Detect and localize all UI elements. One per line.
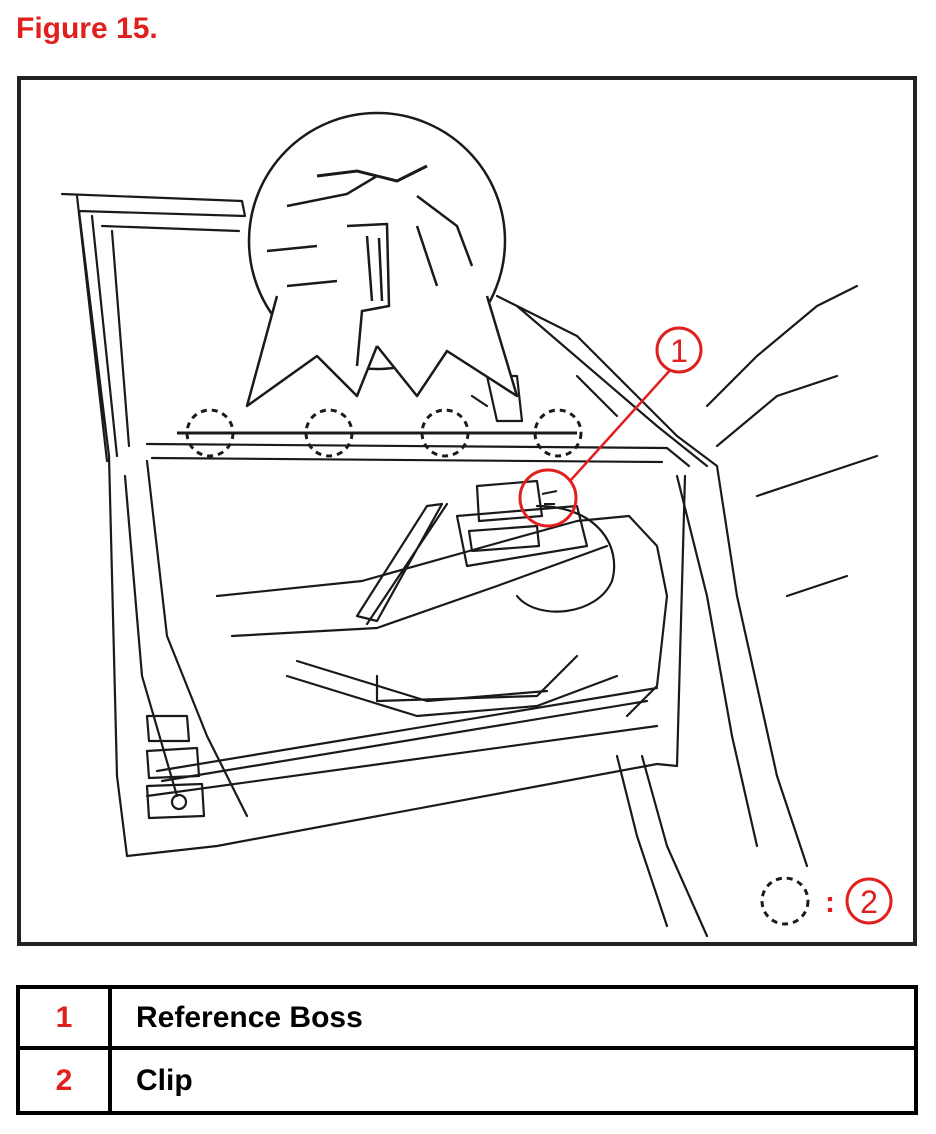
inner-handle-recess [515, 504, 616, 613]
door-belt-line [145, 442, 691, 468]
callout-separator: : [825, 886, 835, 919]
clip-marker-icon [185, 408, 235, 458]
callout-2-number: 2 [860, 884, 878, 920]
lower-switches [145, 714, 206, 820]
legend-row: 2 Clip [20, 1050, 914, 1111]
legend-number: 1 [20, 989, 112, 1046]
callout-1-number: 1 [670, 333, 688, 369]
clip-marker-icon [304, 408, 354, 458]
door-window-frame [60, 192, 247, 463]
door-outer-edge [107, 454, 687, 858]
clip-marker-icon [533, 408, 583, 458]
clip-marker-icon [420, 408, 470, 458]
legend-label: Clip [136, 1063, 193, 1097]
callout-1-circle [655, 326, 703, 374]
door-trim-diagram: 1 : 2 [17, 76, 917, 946]
callout-2-circle [845, 877, 893, 925]
legend-row: 1 Reference Boss [20, 989, 914, 1050]
figure-title: Figure 15. [16, 12, 158, 45]
clip-markers [177, 408, 810, 926]
reference-boss-marker-icon [518, 468, 578, 528]
window-switch-panel [455, 504, 589, 568]
callout-1-leader [569, 367, 673, 482]
grab-handle [355, 502, 449, 626]
legend-label: Reference Boss [136, 1000, 363, 1034]
legend-table: 1 Reference Boss 2 Clip [16, 985, 918, 1115]
magnified-clip-detail-icon [245, 111, 519, 408]
body-pillar [495, 294, 809, 868]
legend-number: 2 [20, 1050, 112, 1111]
clip-marker-icon [760, 876, 810, 926]
door-map-pocket [145, 686, 659, 798]
